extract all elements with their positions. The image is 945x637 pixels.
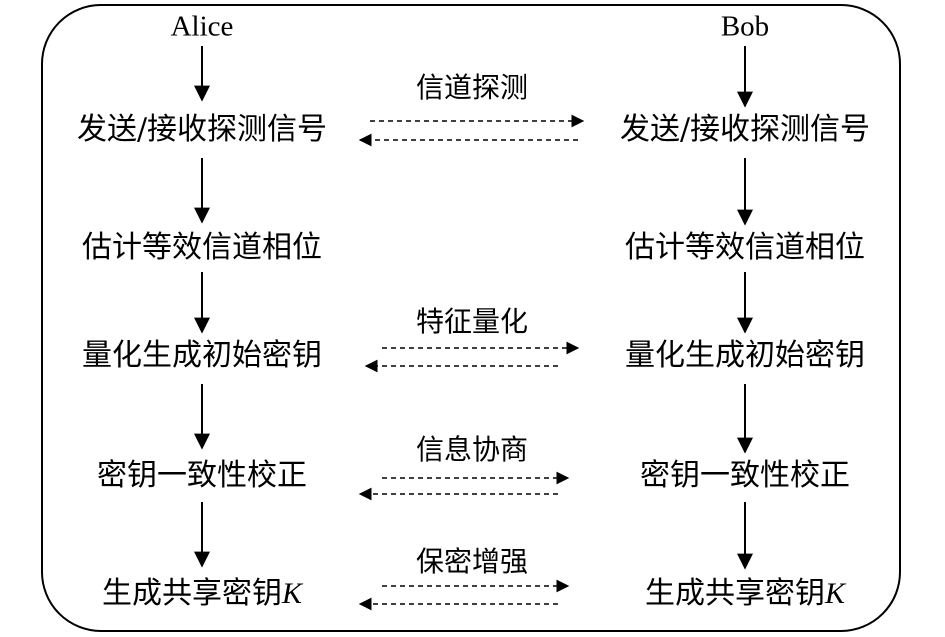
exchange-label-quantization: 特征量化 bbox=[415, 305, 529, 338]
alice-step-shared-key: 生成共享密钥K bbox=[102, 579, 302, 609]
bob-step-reconcile: 密钥一致性校正 bbox=[640, 458, 850, 493]
bob-step-shared-key: 生成共享密钥K bbox=[645, 579, 845, 609]
exchange-label-reconciliation: 信息协商 bbox=[415, 433, 529, 466]
alice-step-reconcile: 密钥一致性校正 bbox=[97, 458, 307, 493]
exchange-label-privacy-amplification: 保密增强 bbox=[415, 545, 529, 578]
bob-shared-key-var: K bbox=[824, 577, 846, 610]
alice-step-estimate: 估计等效信道相位 bbox=[82, 230, 322, 265]
exchange-label-channel-probing: 信道探测 bbox=[415, 71, 529, 104]
alice-shared-key-var: K bbox=[281, 577, 303, 610]
bob-step-estimate: 估计等效信道相位 bbox=[625, 230, 865, 265]
bob-step-probe: 发送/接收探测信号 bbox=[619, 112, 871, 147]
bob-label: Bob bbox=[720, 10, 770, 43]
alice-label: Alice bbox=[170, 10, 234, 43]
alice-shared-key-text: 生成共享密钥 bbox=[101, 576, 282, 611]
diagram-frame bbox=[41, 4, 901, 632]
bob-shared-key-text: 生成共享密钥 bbox=[644, 576, 825, 611]
alice-step-probe: 发送/接收探测信号 bbox=[76, 112, 328, 147]
bob-step-quantize: 量化生成初始密钥 bbox=[625, 338, 865, 373]
alice-step-quantize: 量化生成初始密钥 bbox=[82, 338, 322, 373]
